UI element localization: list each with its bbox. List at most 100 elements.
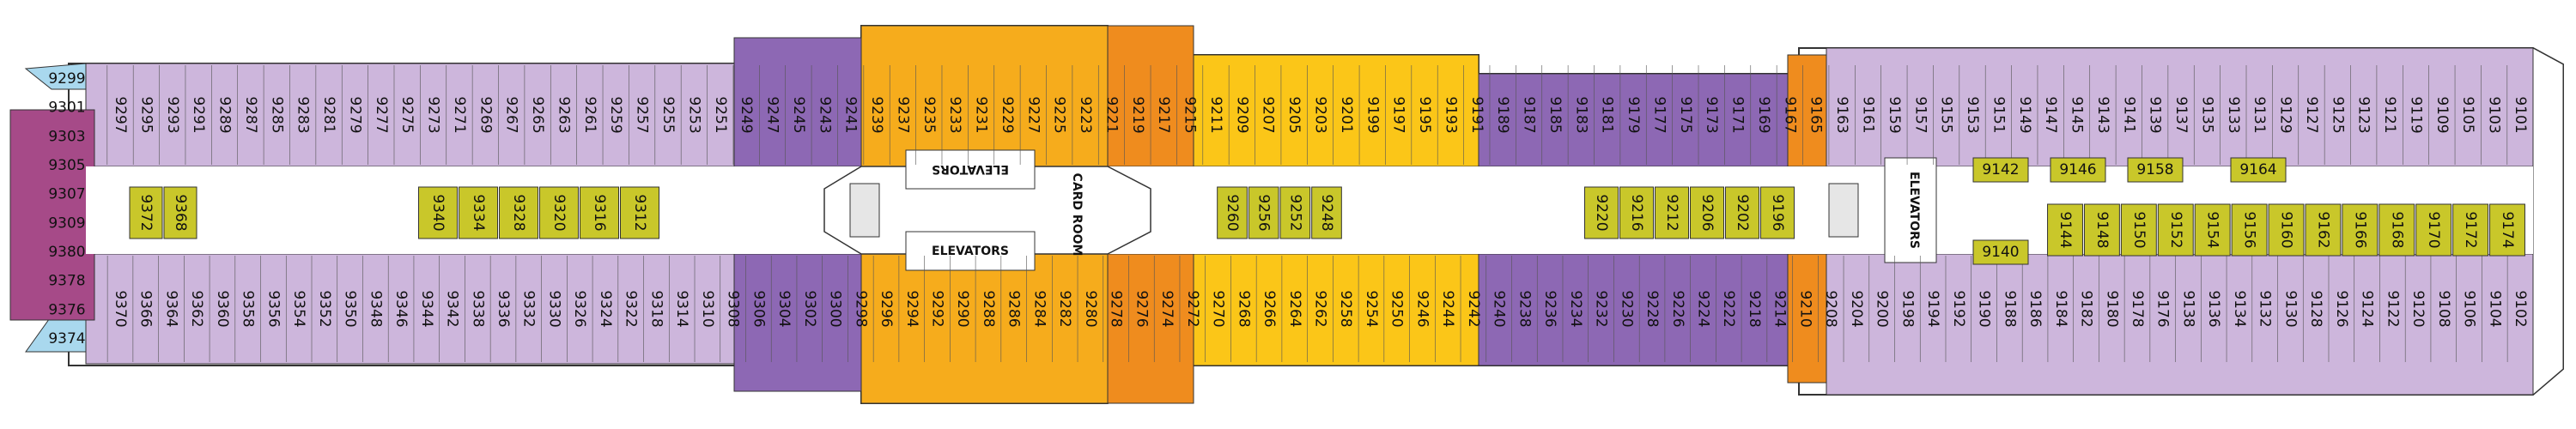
cabin-cell[interactable]: 9222 [1716,256,1737,362]
cabin-9275[interactable]: 9275 [398,96,416,133]
cabin-9270[interactable]: 9270 [1210,290,1227,327]
cabin-cell[interactable]: 9153 [1959,65,1981,165]
cabin-cell[interactable]: 9362 [184,256,205,362]
cabin-9336[interactable]: 9336 [495,290,512,327]
cabin-9338[interactable]: 9338 [469,290,486,327]
cabin-9240[interactable]: 9240 [1491,290,1508,327]
cabin-9196[interactable]: 9196 [1769,194,1786,231]
cabin-9348[interactable]: 9348 [367,290,384,327]
cabin-cell[interactable]: 9250 [1383,256,1406,362]
corridor-cabin[interactable]: 9372 [129,186,163,239]
cabin-9314[interactable]: 9314 [673,290,690,327]
cabin-9260[interactable]: 9260 [1224,194,1241,231]
cabin-cell[interactable]: 9126 [2328,256,2350,362]
cabin-9283[interactable]: 9283 [295,96,312,133]
cabin-cell[interactable]: 9370 [106,256,129,362]
cabin-cell[interactable]: 9241 [837,65,860,165]
cabin-cell[interactable]: 9215 [1176,65,1199,165]
cabin-9148[interactable]: 9148 [2093,211,2111,248]
cabin-cell[interactable]: 9271 [446,65,468,165]
cabin-9212[interactable]: 9212 [1663,194,1680,231]
cabin-cell[interactable]: 9346 [387,256,410,362]
cabin-9316[interactable]: 9316 [591,194,608,231]
cabin-9358[interactable]: 9358 [240,290,257,327]
cabin-9318[interactable]: 9318 [647,290,665,327]
cabin-cell[interactable]: 9306 [745,256,767,362]
cabin-cell[interactable]: 9251 [707,65,729,165]
cabin-9108[interactable]: 9108 [2435,290,2452,327]
cabin-9123[interactable]: 9123 [2355,96,2372,133]
cabin-cell[interactable]: 9253 [680,65,702,165]
cabin-cell[interactable]: 9263 [550,65,572,165]
cabin-9284[interactable]: 9284 [1030,290,1048,327]
cabin-cell[interactable]: 9124 [2354,256,2376,362]
cabin-9380[interactable]: 9380 [48,244,85,261]
cabin-cell[interactable]: 9177 [1645,65,1668,165]
cabin-cell[interactable]: 9217 [1150,65,1172,165]
cabin-cell[interactable]: 9286 [1000,256,1023,362]
cabin-cell[interactable]: 9108 [2430,256,2452,362]
cabin-9190[interactable]: 9190 [1976,290,1993,327]
cabin-cell[interactable]: 9272 [1179,256,1201,362]
cabin-9173[interactable]: 9173 [1703,96,1720,133]
cabin-9265[interactable]: 9265 [529,96,546,133]
cabin-cell[interactable]: 9278 [1103,256,1125,362]
cabin-9105[interactable]: 9105 [2459,96,2476,133]
cabin-9279[interactable]: 9279 [346,96,363,133]
cabin-cell[interactable]: 9105 [2454,65,2476,165]
cabin-cell[interactable]: 9258 [1333,256,1354,362]
cabin-cell[interactable]: 9342 [439,256,461,362]
cabin-9362[interactable]: 9362 [188,290,205,327]
corridor-cabin[interactable]: 9316 [580,186,619,239]
cabin-9167[interactable]: 9167 [1781,96,1798,133]
cabin-cell[interactable]: 9270 [1205,256,1227,362]
cabin-9146[interactable]: 9146 [2059,161,2096,178]
cabin-cell[interactable]: 9254 [1358,256,1380,362]
cabin-cell[interactable]: 9294 [898,256,920,362]
cabin-9147[interactable]: 9147 [2042,96,2059,133]
cabin-9144[interactable]: 9144 [2057,211,2074,248]
cabin-cell[interactable]: 9176 [2149,256,2172,362]
cabin-9239[interactable]: 9239 [868,96,885,133]
cabin-cell[interactable]: 9310 [694,256,716,362]
cabin-9242[interactable]: 9242 [1465,290,1482,327]
cabin-cell[interactable]: 9240 [1485,256,1508,362]
cabin-9271[interactable]: 9271 [451,96,468,133]
cabin-9310[interactable]: 9310 [699,290,716,327]
cabin-cell[interactable]: 9265 [524,65,546,165]
cabin-cell[interactable]: 9275 [393,65,416,165]
cabin-cell[interactable]: 9183 [1567,65,1589,165]
cabin-9119[interactable]: 9119 [2407,96,2424,133]
cabin-cell[interactable]: 9201 [1333,65,1355,165]
cabin-cell[interactable]: 9280 [1077,256,1099,362]
cabin-9109[interactable]: 9109 [2433,96,2451,133]
cabin-9346[interactable]: 9346 [392,290,410,327]
cabin-cell[interactable]: 9350 [337,256,359,362]
cabin-9340[interactable]: 9340 [429,194,447,231]
cabin-cell[interactable]: 9290 [950,256,971,362]
cabin-cell[interactable]: 9235 [915,65,938,165]
cabin-cell[interactable]: 9354 [285,256,307,362]
cabin-cell[interactable]: 9204 [1843,256,1865,362]
cabin-9230[interactable]: 9230 [1618,290,1635,327]
cabin-9332[interactable]: 9332 [520,290,538,327]
cabin-9248[interactable]: 9248 [1318,194,1335,231]
cabin-9163[interactable]: 9163 [1833,96,1850,133]
cabin-9143[interactable]: 9143 [2094,96,2111,133]
corridor-cabin[interactable]: 9154 [2194,203,2231,257]
cabin-9263[interactable]: 9263 [555,96,572,133]
cabin-9104[interactable]: 9104 [2486,290,2503,327]
corridor-cabin[interactable]: 9158 [2127,157,2184,183]
cabin-cell[interactable]: 9141 [2115,65,2137,165]
cabin-9245[interactable]: 9245 [790,96,807,133]
cabin-9131[interactable]: 9131 [2251,96,2268,133]
cabin-cell[interactable]: 9289 [211,65,234,165]
cabin-9255[interactable]: 9255 [659,96,677,133]
cabin-cell[interactable]: 9181 [1594,65,1616,165]
cabin-9295[interactable]: 9295 [137,96,155,133]
corridor-cabin[interactable]: 9148 [2083,203,2120,257]
cabin-cell[interactable]: 9159 [1880,65,1903,165]
corridor-cabin[interactable]: 9170 [2415,203,2452,257]
cabin-9207[interactable]: 9207 [1260,96,1277,133]
cabin-9194[interactable]: 9194 [1924,290,1941,327]
